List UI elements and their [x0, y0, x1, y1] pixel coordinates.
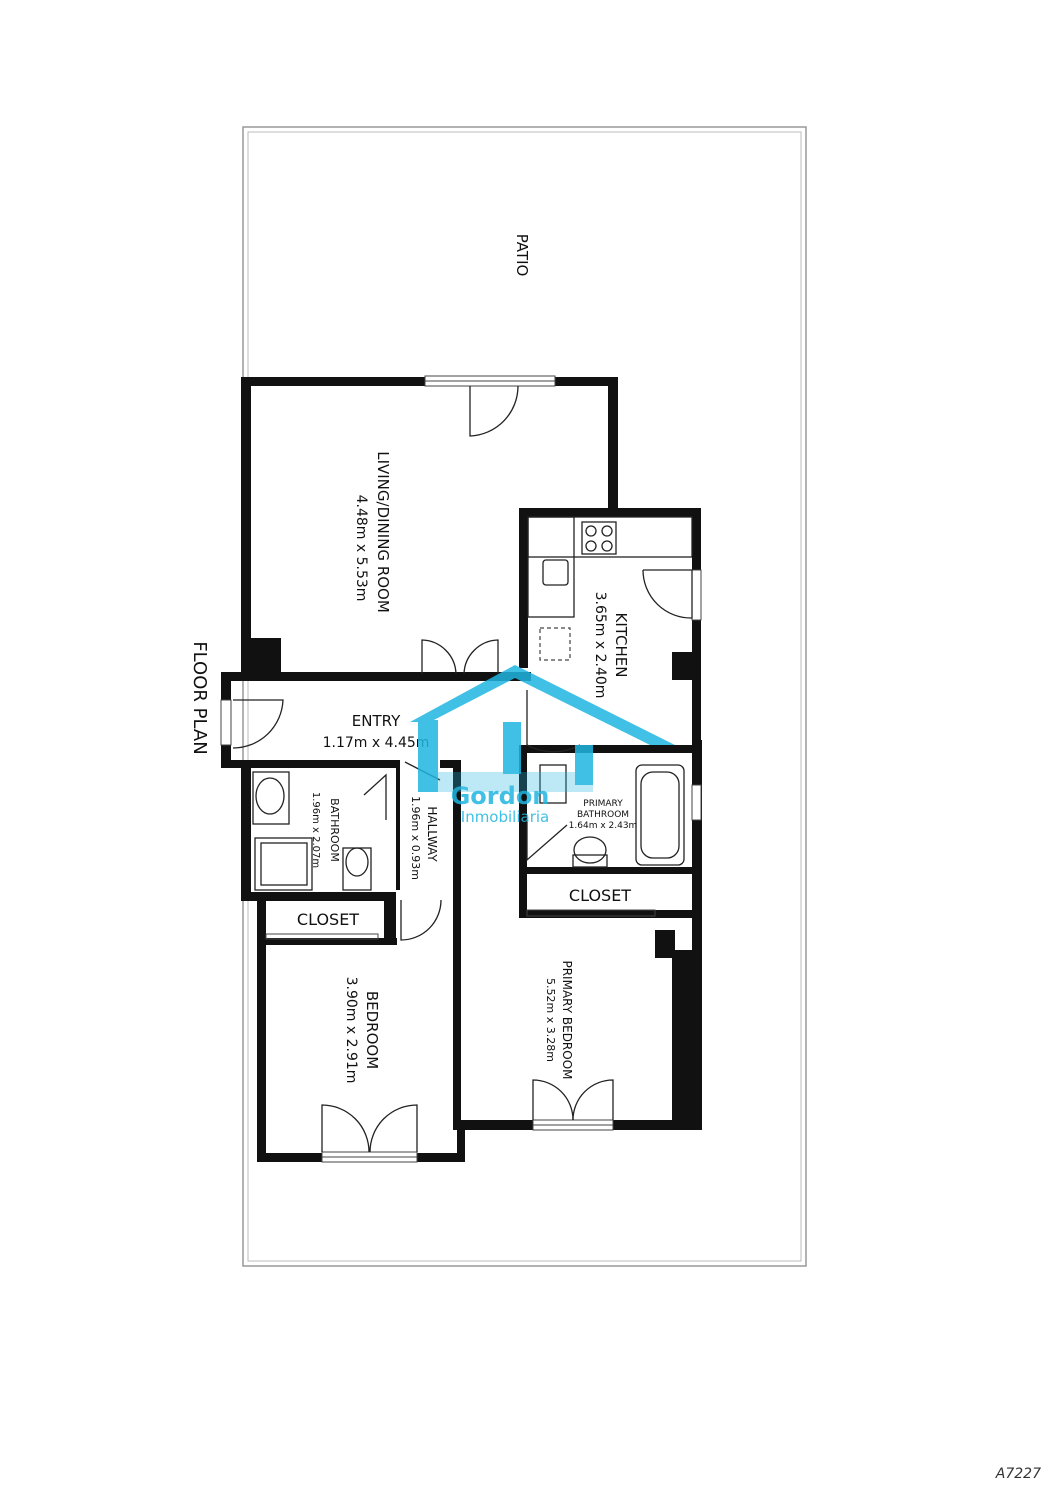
exterior-walls	[221, 377, 702, 1162]
bedroom-dims: 3.90m x 2.91m	[343, 977, 359, 1084]
primary-bathroom-name-line1: PRIMARY	[583, 799, 623, 809]
living-room-dims: 4.48m x 5.53m	[353, 495, 369, 602]
primary-bedroom-name: PRIMARY BEDROOM	[560, 960, 574, 1079]
primary-bedroom-dims: 5.52m x 3.28m	[544, 978, 557, 1062]
floor-plan-title: FLOOR PLAN	[189, 641, 210, 754]
entry-dims: 1.17m x 4.45m	[323, 735, 430, 751]
closet-left-name: CLOSET	[297, 910, 359, 929]
doors	[232, 385, 693, 1153]
bathroom-dims: 1.96m x 2.07m	[310, 792, 321, 868]
watermark-gordon: Gordon	[451, 782, 550, 810]
bedroom-name: BEDROOM	[363, 991, 381, 1069]
bathroom-name: BATHROOM	[328, 798, 341, 862]
kitchen-name: KITCHEN	[612, 613, 630, 678]
primary-bathroom-dims: 1.64m x 2.43m	[569, 821, 638, 831]
patio-label: PATIO	[513, 234, 531, 277]
patio-border	[242, 126, 807, 1267]
kitchen-dims: 3.65m x 2.40m	[592, 592, 608, 699]
fixtures	[252, 516, 693, 891]
hallway-name: HALLWAY	[425, 806, 439, 862]
watermark-inmobiliaria: Inmobiliaria	[461, 808, 549, 826]
living-room-name: LIVING/DINING ROOM	[374, 451, 392, 613]
closet-right-name: CLOSET	[569, 886, 631, 905]
primary-bathroom-name-line2: BATHROOM	[577, 810, 629, 820]
watermark-logo: Gordon Inmobiliaria	[410, 665, 675, 826]
hallway-dims: 1.96m x 0.93m	[409, 796, 422, 880]
reference-code: A7227	[995, 1466, 1041, 1482]
entry-name: ENTRY	[352, 712, 401, 730]
